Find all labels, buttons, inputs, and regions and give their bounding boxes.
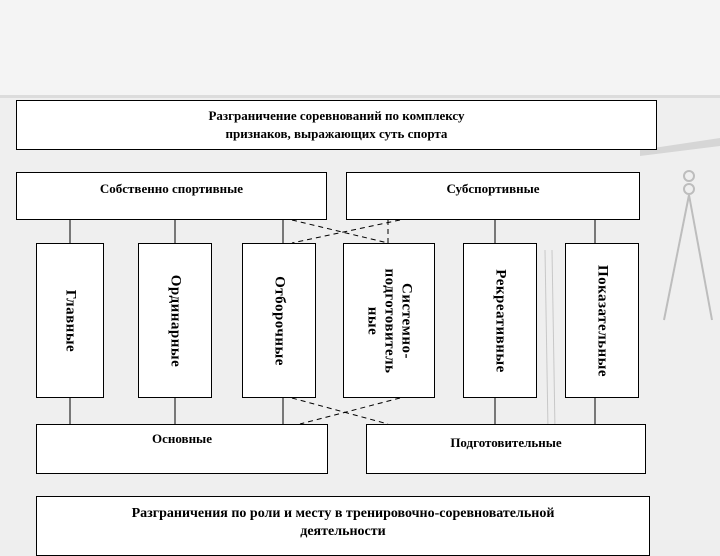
role-main-label: Основные [152, 431, 212, 446]
category-label: Ординарные [167, 274, 184, 367]
category-system-preparatory: Системно- подготовитель ные [343, 243, 435, 398]
title-text: Разграничение соревнований по комплексу … [208, 108, 465, 141]
role-preparatory-box: Подготовительные [366, 424, 646, 474]
category-demonstration: Показательные [565, 243, 639, 398]
category-ordinary: Ординарные [138, 243, 212, 398]
group-own-sport: Собственно спортивные [16, 172, 327, 220]
role-preparatory-label: Подготовительные [450, 435, 562, 450]
group-own-sport-label: Собственно спортивные [99, 181, 244, 196]
category-label: Показательные [594, 264, 611, 377]
footer-box: Разграничения по роли и месту в трениров… [36, 496, 650, 556]
footer-text: Разграничения по роли и месту в трениров… [131, 506, 555, 539]
category-label: Главные [62, 289, 79, 352]
title-box: Разграничение соревнований по комплексу … [16, 100, 657, 150]
category-qualifying: Отборочные [242, 243, 316, 398]
group-subsport: Субспортивные [346, 172, 640, 220]
category-main-competitions: Главные [36, 243, 104, 398]
role-main-box: Основные [36, 424, 328, 474]
category-label: Системно- подготовитель ные [364, 268, 415, 373]
category-label: Рекреативные [492, 268, 509, 373]
category-recreational: Рекреативные [463, 243, 537, 398]
category-label: Отборочные [271, 275, 288, 366]
group-subsport-label: Субспортивные [446, 181, 540, 196]
